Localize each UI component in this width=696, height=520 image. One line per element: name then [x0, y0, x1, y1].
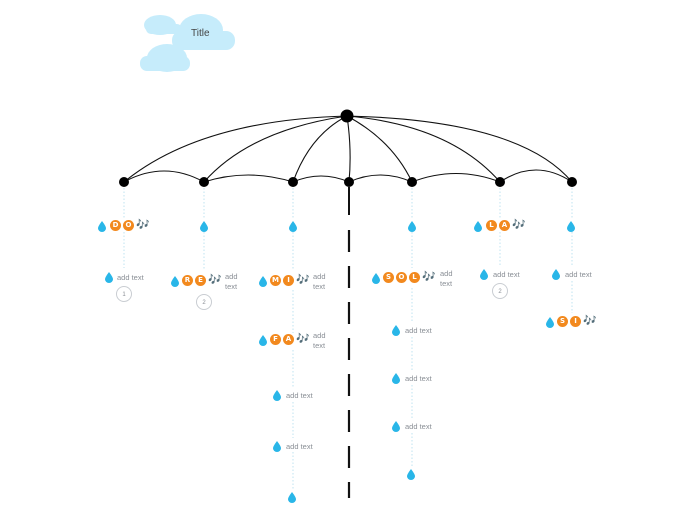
- umbrella-apex[interactable]: [340, 109, 354, 123]
- note-letter: F: [270, 333, 281, 345]
- music-notes-icon: 🎶: [512, 218, 526, 231]
- note-letter: A: [283, 333, 294, 345]
- note-letter: R: [182, 274, 193, 286]
- water-drop-icon: [259, 276, 267, 287]
- water-drop-icon: [288, 492, 296, 503]
- rib-tip[interactable]: [567, 177, 577, 187]
- note-letter: L: [486, 219, 497, 231]
- note-letter: M: [270, 274, 281, 286]
- note-letter: L: [409, 271, 420, 283]
- note-letter: E: [195, 274, 206, 286]
- water-drop-icon: [392, 325, 400, 336]
- add-text-label[interactable]: add text: [286, 391, 313, 400]
- music-notes-icon: 🎶: [422, 270, 436, 283]
- water-drop-icon: [289, 221, 297, 232]
- rib-tip[interactable]: [119, 177, 129, 187]
- add-text-label[interactable]: add text: [405, 374, 432, 383]
- water-drop-icon: [408, 221, 416, 232]
- add-text-label[interactable]: add text: [313, 331, 326, 350]
- count-badge: 2: [196, 294, 212, 310]
- water-drop-icon: [567, 221, 575, 232]
- water-drop-icon: [105, 272, 113, 283]
- add-text-label[interactable]: add text: [493, 270, 520, 279]
- note-letter: I: [283, 274, 294, 286]
- add-text-label[interactable]: add text: [440, 269, 453, 288]
- water-drop-icon: [273, 390, 281, 401]
- rib-tip-nodes: [119, 177, 577, 187]
- rib-tip[interactable]: [495, 177, 505, 187]
- add-text-label[interactable]: add text: [313, 272, 326, 291]
- note-letter: A: [499, 219, 510, 231]
- water-drop-icon: [273, 441, 281, 452]
- water-drop-icon: [98, 221, 106, 232]
- count-badge: 2: [492, 283, 508, 299]
- music-notes-icon: 🎶: [296, 273, 310, 286]
- map-title[interactable]: Title: [191, 28, 210, 39]
- rib-tip[interactable]: [199, 177, 209, 187]
- water-drop-icon: [171, 276, 179, 287]
- water-drop-icon: [407, 469, 415, 480]
- note-letter: O: [396, 271, 407, 283]
- note-letter: O: [123, 219, 134, 231]
- add-text-label[interactable]: add text: [117, 273, 144, 282]
- music-notes-icon: 🎶: [208, 273, 222, 286]
- add-text-label[interactable]: add text: [565, 270, 592, 279]
- water-drop-icon: [552, 269, 560, 280]
- water-drop-icon: [480, 269, 488, 280]
- umbrella-canopy-edge: [123, 169, 573, 183]
- music-notes-icon: 🎶: [136, 218, 150, 231]
- rib-tip[interactable]: [344, 177, 354, 187]
- note-letter: I: [570, 315, 581, 327]
- note-letter: S: [383, 271, 394, 283]
- water-drop-icon: [372, 273, 380, 284]
- note-letter: D: [110, 219, 121, 231]
- dotted-connectors: [123, 188, 573, 490]
- water-drop-icon: [474, 221, 482, 232]
- water-drop-icon: [392, 421, 400, 432]
- water-drop-icon: [259, 335, 267, 346]
- music-notes-icon: 🎶: [583, 314, 597, 327]
- music-notes-icon: 🎶: [296, 332, 310, 345]
- add-text-label[interactable]: add text: [286, 442, 313, 451]
- rib-tip[interactable]: [407, 177, 417, 187]
- add-text-label[interactable]: add text: [405, 326, 432, 335]
- water-drop-icon: [200, 221, 208, 232]
- add-text-label[interactable]: add text: [405, 422, 432, 431]
- water-drop-icon: [392, 373, 400, 384]
- water-drop-icon: [546, 317, 554, 328]
- add-text-label[interactable]: add text: [225, 272, 238, 291]
- count-badge: 1: [116, 286, 132, 302]
- umbrella-ribs: [123, 115, 573, 183]
- rib-tip[interactable]: [288, 177, 298, 187]
- note-letter: S: [557, 315, 568, 327]
- cloud-icon: [140, 14, 235, 72]
